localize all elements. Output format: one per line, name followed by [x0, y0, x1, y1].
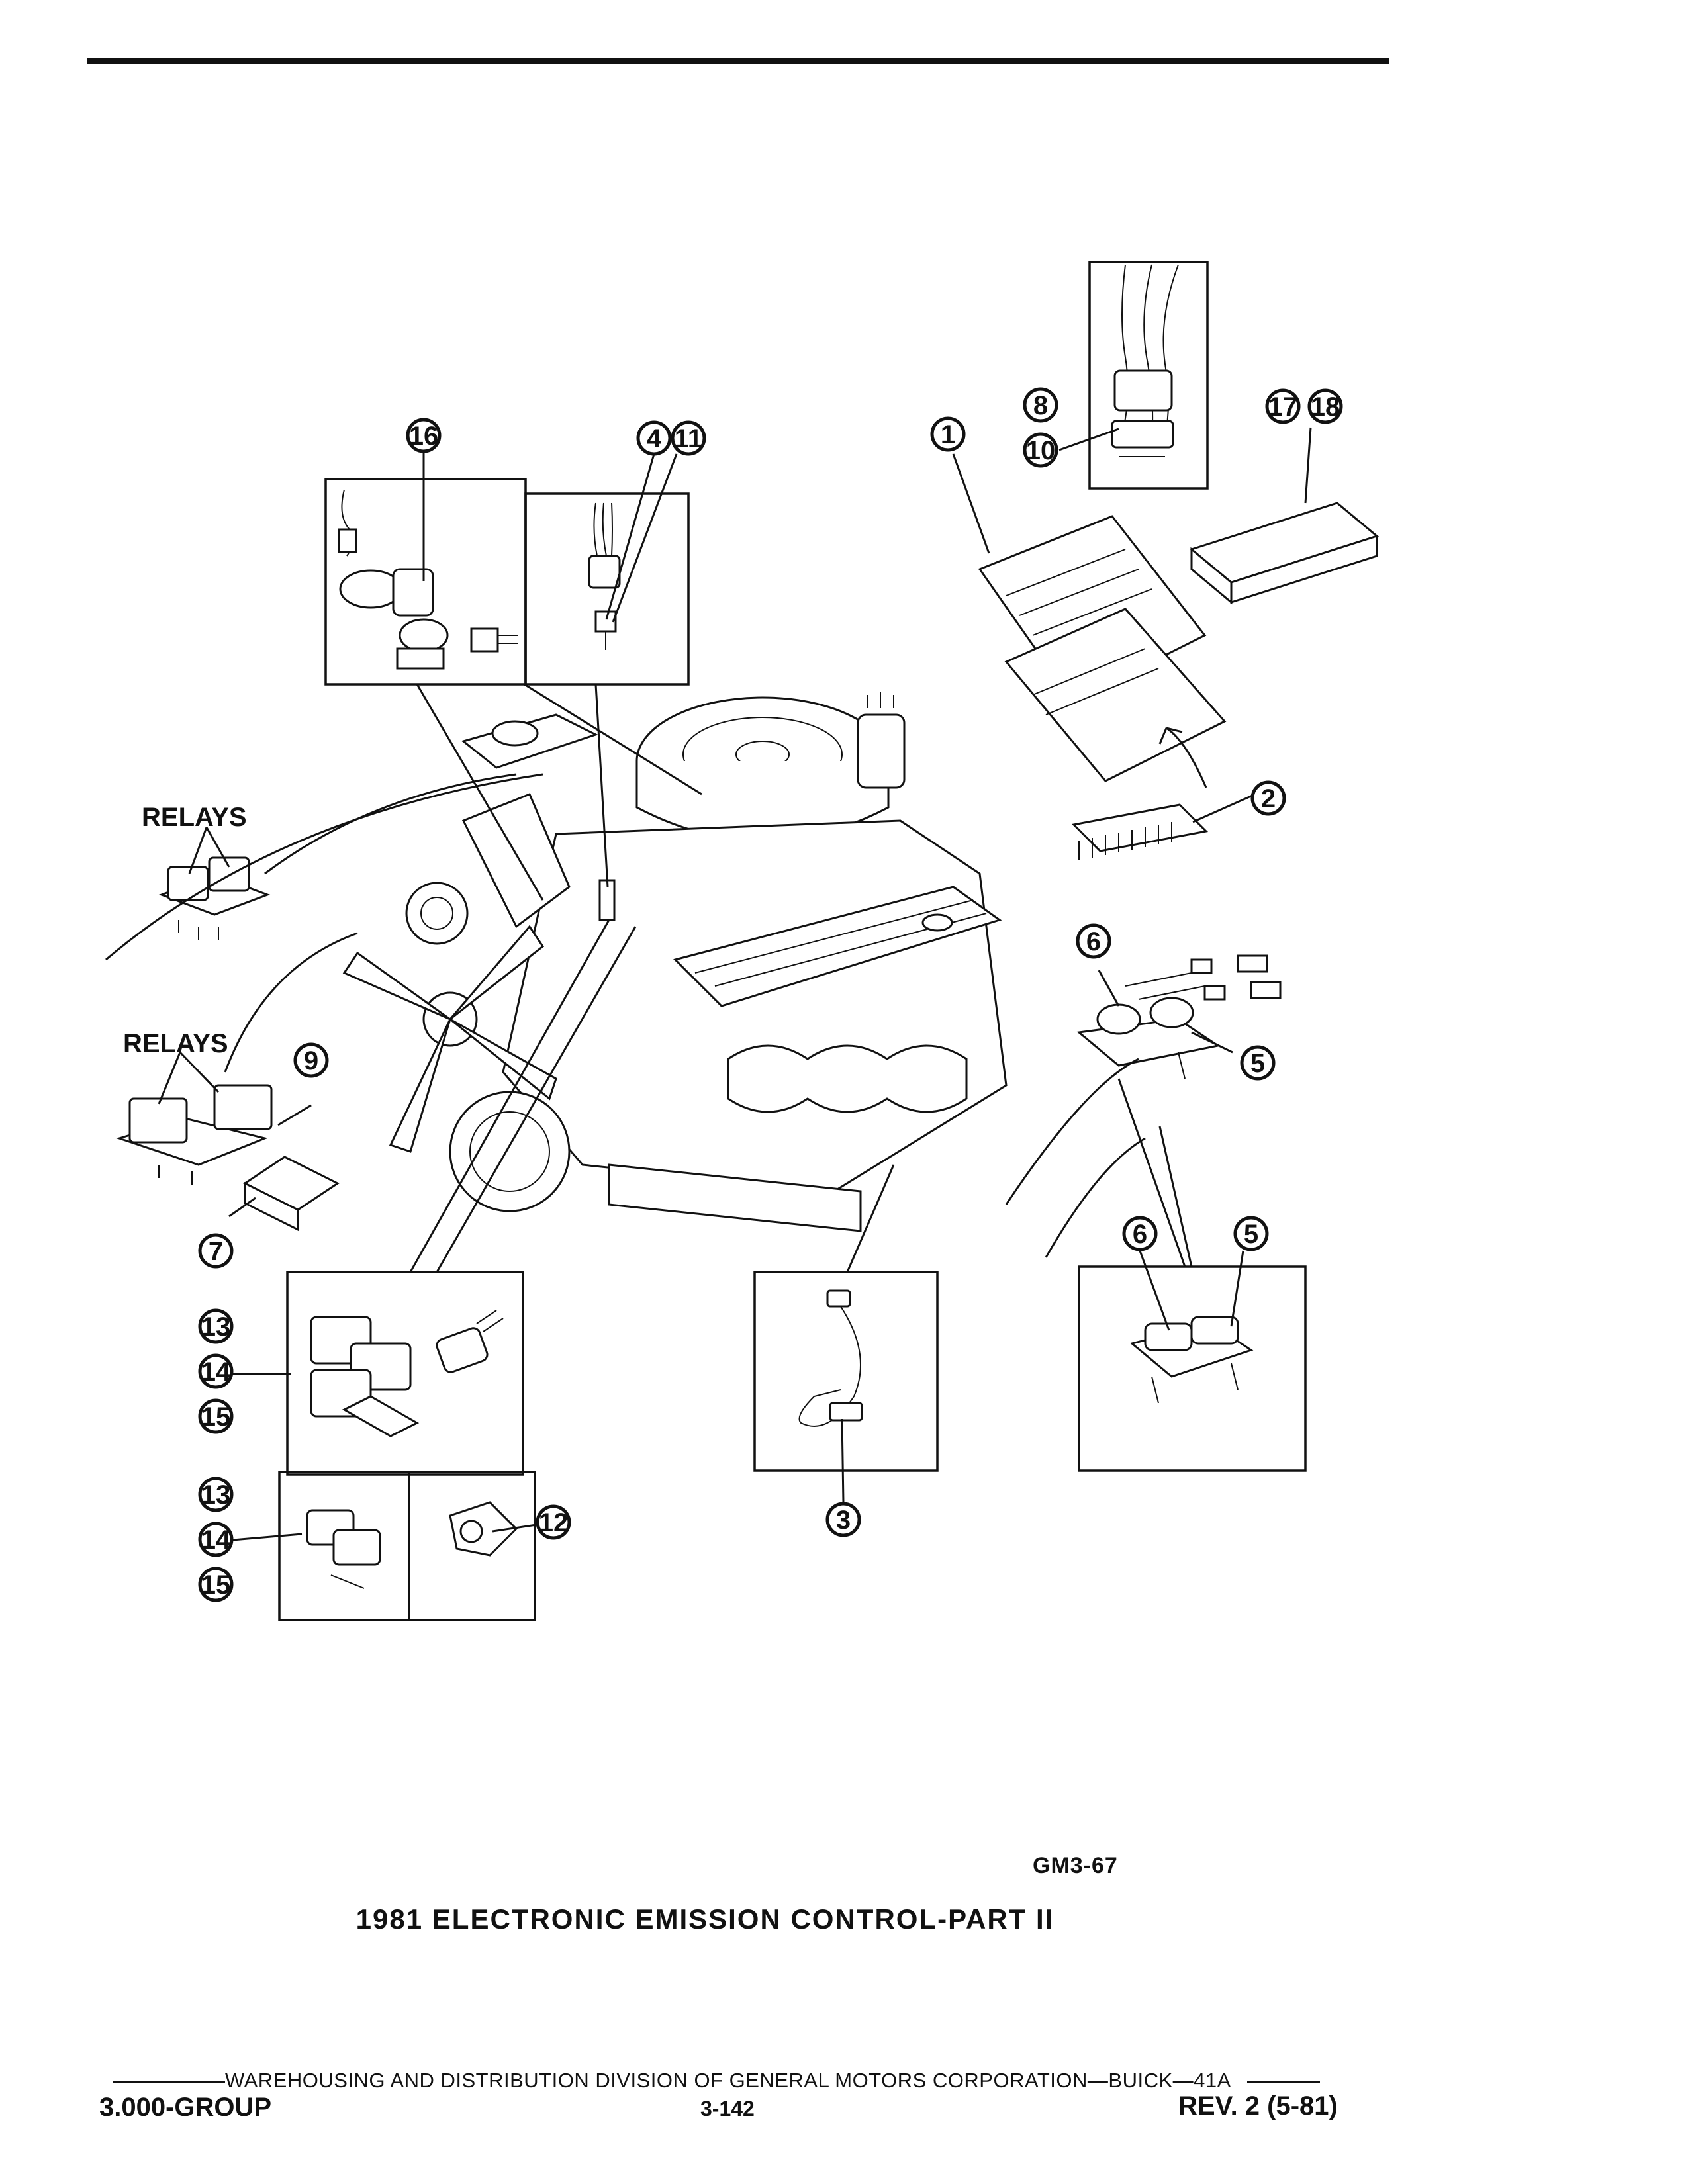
- callout-13-lower: 13: [198, 1477, 234, 1512]
- inset-box-8-10: [1088, 261, 1209, 490]
- relays-left-illustration: [116, 1084, 273, 1185]
- callout-2: 2: [1250, 780, 1286, 816]
- callout-10: 10: [1023, 432, 1058, 468]
- svg-text:6: 6: [1133, 1220, 1147, 1249]
- svg-text:16: 16: [409, 422, 439, 451]
- callout-11: 11: [671, 420, 706, 456]
- engine-illustration: [342, 692, 1008, 1232]
- component-7-illustration: [243, 1156, 340, 1232]
- callout-5-upper: 5: [1240, 1045, 1276, 1081]
- footer-page-number: 3-142: [700, 2097, 755, 2120]
- inset-box-16: [324, 478, 527, 686]
- svg-text:15: 15: [201, 1402, 231, 1432]
- footer-division-text: WAREHOUSING AND DISTRIBUTION DIVISION OF…: [225, 2069, 1231, 2092]
- footer-division-line: WAREHOUSING AND DISTRIBUTION DIVISION OF…: [113, 2069, 1320, 2093]
- callout-5-lower: 5: [1233, 1216, 1269, 1251]
- callout-6-lower: 6: [1122, 1216, 1158, 1251]
- footer-revision: REV. 2 (5-81): [1178, 2091, 1338, 2120]
- inset-box-6-5: [1078, 1265, 1307, 1472]
- svg-text:5: 5: [1250, 1049, 1265, 1078]
- svg-text:14: 14: [201, 1357, 231, 1387]
- leader-lines: [105, 427, 1312, 1542]
- relays-label-left: RELAYS: [123, 1029, 228, 1058]
- callout-1: 1: [930, 416, 966, 452]
- svg-text:7: 7: [209, 1237, 223, 1266]
- callout-17: 17: [1265, 388, 1301, 424]
- svg-text:18: 18: [1311, 392, 1340, 422]
- svg-text:15: 15: [201, 1570, 231, 1600]
- inset-box-13-14-15-lower: [278, 1471, 410, 1621]
- callout-9: 9: [293, 1042, 329, 1078]
- footer-rule-left: [113, 2081, 225, 2083]
- svg-text:4: 4: [647, 424, 662, 453]
- callout-15-lower: 15: [198, 1567, 234, 1602]
- callout-4: 4: [636, 420, 672, 456]
- svg-text:13: 13: [201, 1480, 231, 1510]
- top-rule: [87, 58, 1389, 64]
- inset-box-4-11: [524, 492, 690, 686]
- svg-text:17: 17: [1268, 392, 1298, 422]
- svg-text:9: 9: [304, 1046, 318, 1075]
- page-title: 1981 ELECTRONIC EMISSION CONTROL-PART II: [355, 1903, 1055, 1934]
- callout-7: 7: [198, 1233, 234, 1269]
- callout-8: 8: [1023, 387, 1058, 423]
- callout-12: 12: [536, 1504, 571, 1540]
- callout-6-upper: 6: [1076, 923, 1111, 959]
- callout-14-upper: 14: [198, 1353, 234, 1389]
- callout-18: 18: [1307, 388, 1343, 424]
- svg-text:3: 3: [836, 1506, 851, 1535]
- callout-3: 3: [825, 1502, 861, 1537]
- relays-label-top: RELAYS: [142, 803, 247, 832]
- svg-text:11: 11: [675, 424, 702, 453]
- callout-13-upper: 13: [198, 1308, 234, 1344]
- callout-15-upper: 15: [198, 1398, 234, 1434]
- svg-text:13: 13: [201, 1312, 231, 1342]
- svg-text:6: 6: [1086, 927, 1101, 956]
- inset-box-13-14-15-upper: [286, 1271, 524, 1476]
- relays-top-illustration: [158, 856, 271, 940]
- callout-14-lower: 14: [198, 1522, 234, 1557]
- svg-text:2: 2: [1261, 784, 1276, 813]
- svg-text:12: 12: [539, 1508, 569, 1537]
- sensor-pair-illustration: [1076, 954, 1282, 1079]
- footer-rule-right: [1246, 2081, 1320, 2083]
- svg-text:5: 5: [1244, 1220, 1258, 1249]
- figure-code: GM3-67: [1033, 1853, 1118, 1878]
- svg-text:14: 14: [201, 1525, 231, 1555]
- ecm-assembly-illustration: [978, 515, 1227, 782]
- callout-16: 16: [406, 418, 442, 453]
- footer-group: 3.000-GROUP: [99, 2093, 272, 2122]
- svg-text:1: 1: [941, 420, 955, 449]
- control-module-illustration: [1189, 502, 1380, 605]
- inset-box-3: [753, 1271, 939, 1472]
- svg-text:8: 8: [1033, 391, 1048, 420]
- svg-text:10: 10: [1026, 436, 1056, 465]
- prom-chip-illustration: [1071, 727, 1209, 860]
- inset-box-12: [408, 1471, 536, 1621]
